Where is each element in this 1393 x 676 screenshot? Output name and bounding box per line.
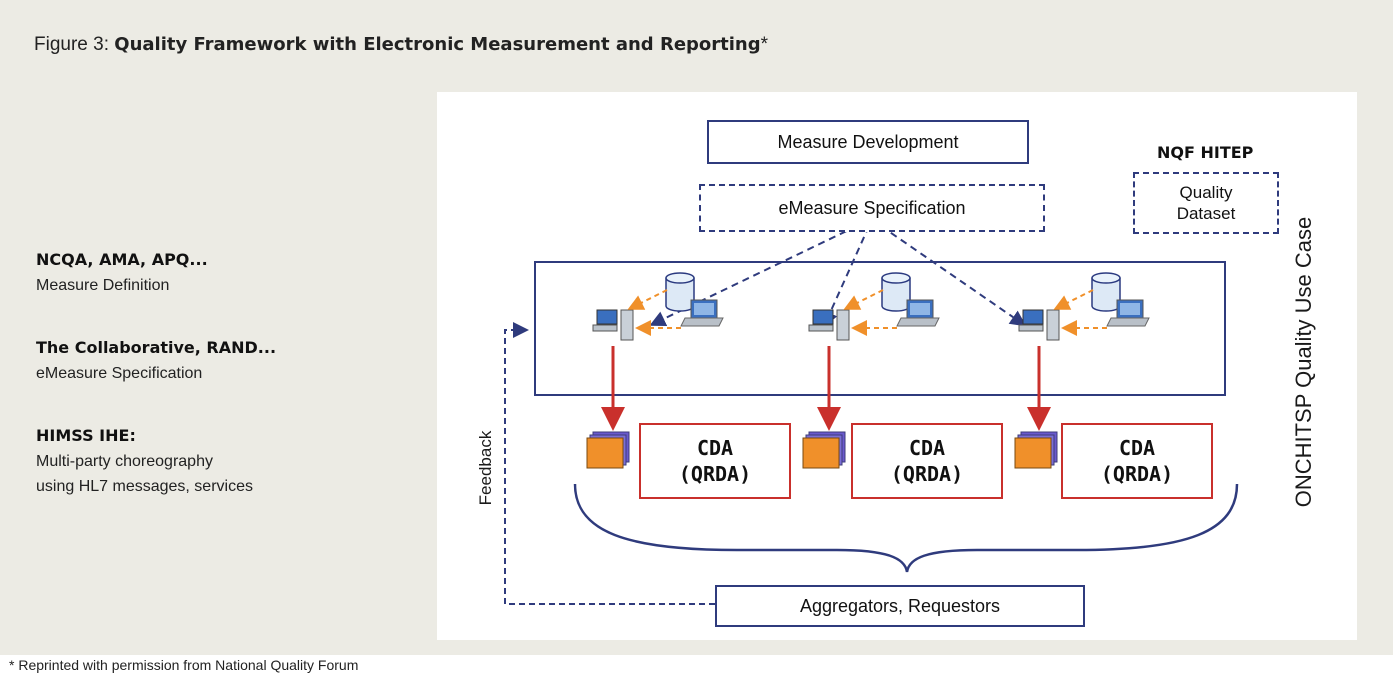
org-label: NCQA, AMA, APQ... xyxy=(36,250,208,269)
aggregation-brace xyxy=(573,483,1239,573)
emeasure-spec-box: eMeasure Specification xyxy=(699,184,1045,232)
org-description-line: Measure Definition xyxy=(36,277,170,294)
diagram-connectors xyxy=(504,225,1239,605)
figure-title-text: Quality Framework with Electronic Measur… xyxy=(114,34,761,55)
org-description: eMeasure Specification xyxy=(36,362,276,387)
nqf-hitep-label: NQF HITEP xyxy=(1157,143,1254,162)
computer-icon xyxy=(1018,309,1060,341)
aggregators-label: Aggregators, Requestors xyxy=(799,595,1001,616)
feedback-arrow xyxy=(504,322,715,605)
quality-dataset-line: Dataset xyxy=(1176,204,1236,223)
spec-arrow xyxy=(649,225,858,327)
qrda-label: (QRDA) xyxy=(1100,462,1174,486)
cda-label: CDA xyxy=(1118,436,1156,460)
cda-label: CDA xyxy=(908,436,946,460)
spec-arrow xyxy=(880,225,1027,327)
measure-development-box: Measure Development xyxy=(707,120,1029,164)
laptop-icon xyxy=(1106,299,1150,327)
computer-icon xyxy=(592,309,634,341)
data-flow-arrows xyxy=(627,289,681,336)
figure-asterisk: * xyxy=(760,34,769,55)
qrda-label: (QRDA) xyxy=(890,462,964,486)
org-description-line: Multi-party choreography xyxy=(36,453,213,470)
figure-title: Figure 3: Quality Framework with Electro… xyxy=(34,34,768,56)
org-description: Measure Definition xyxy=(36,274,208,299)
measure-development-label: Measure Development xyxy=(777,131,959,152)
quality-dataset-line: Quality xyxy=(1179,182,1233,202)
figure-panel: Figure 3: Quality Framework with Electro… xyxy=(0,0,1393,655)
left-group-measure-definition: NCQA, AMA, APQ... Measure Definition xyxy=(36,250,208,299)
emeasure-spec-label: eMeasure Specification xyxy=(778,197,966,218)
computer-icon xyxy=(808,309,850,341)
document-stack-icon xyxy=(586,431,630,469)
quality-dataset-box: Quality Dataset xyxy=(1133,172,1279,234)
provider-cluster xyxy=(1018,272,1150,341)
left-group-himss: HIMSS IHE: Multi-party choreography usin… xyxy=(36,426,253,500)
figure-label: Figure 3: xyxy=(34,34,109,55)
left-group-emeasure-spec: The Collaborative, RAND... eMeasure Spec… xyxy=(36,338,276,387)
laptop-icon xyxy=(680,299,724,327)
aggregators-box: Aggregators, Requestors xyxy=(715,585,1085,627)
qrda-label: (QRDA) xyxy=(678,462,752,486)
database-icon xyxy=(665,272,695,312)
provider-cluster xyxy=(808,272,940,341)
cda-label: CDA xyxy=(696,436,734,460)
cda-qrda-box: CDA (QRDA) xyxy=(639,423,791,499)
document-stack-icon xyxy=(802,431,846,469)
org-description-line: using HL7 messages, services xyxy=(36,477,253,495)
feedback-label: Feedback xyxy=(476,430,495,506)
document-stack-icon xyxy=(1014,431,1058,469)
provider-network-box xyxy=(534,261,1226,396)
org-description-line: eMeasure Specification xyxy=(36,365,203,382)
database-icon xyxy=(881,272,911,312)
database-icon xyxy=(1091,272,1121,312)
cda-qrda-box: CDA (QRDA) xyxy=(1061,423,1213,499)
laptop-icon xyxy=(896,299,940,327)
data-flow-arrows xyxy=(1053,289,1107,336)
org-label: HIMSS IHE: xyxy=(36,426,136,445)
footnote: * Reprinted with permission from Nationa… xyxy=(9,657,359,673)
spec-arrow xyxy=(822,225,870,328)
org-label: The Collaborative, RAND... xyxy=(36,338,277,357)
cda-qrda-box: CDA (QRDA) xyxy=(851,423,1003,499)
use-case-label: ONCHITSP Quality Use Case xyxy=(1291,216,1316,508)
data-flow-arrows xyxy=(843,289,897,336)
quality-framework-diagram: Measure Development eMeasure Specificati… xyxy=(437,92,1357,640)
submission-arrows xyxy=(601,346,1051,431)
spec-arrows xyxy=(649,225,1027,328)
provider-cluster xyxy=(592,272,724,341)
org-description: Multi-party choreography using HL7 messa… xyxy=(36,450,253,500)
